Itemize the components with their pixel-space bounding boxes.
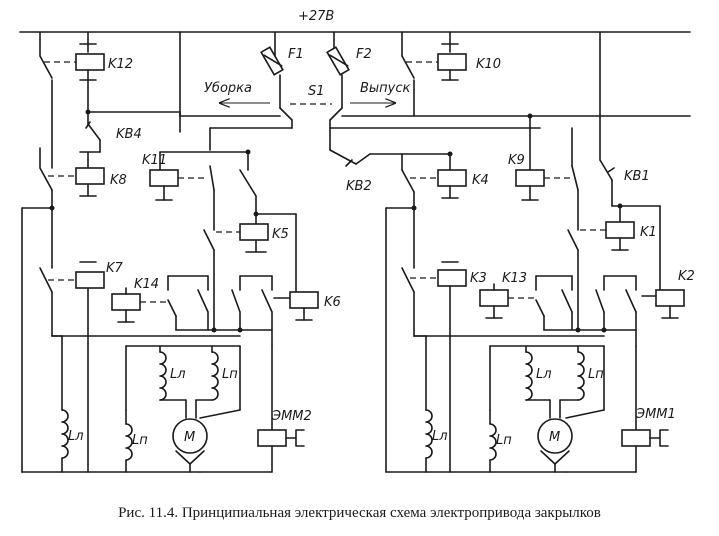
right-circuit: K10 KB2 K4 — [329, 31, 695, 473]
k10-label: K10 — [476, 57, 501, 72]
f1-label: F1 — [288, 47, 304, 62]
winding-ll-outer-right: Lл — [413, 335, 448, 473]
k2-label: K2 — [678, 269, 695, 284]
ll-outer-right-label: Lл — [432, 429, 448, 444]
lp-outer-right-label: Lп — [496, 433, 512, 448]
ll-outer-label: Lл — [68, 429, 84, 444]
relay-k10: K10 — [406, 43, 501, 81]
flap-drive-schematic: +27B F1 F2 S1 Уборка Выпуск — [19, 9, 695, 473]
left-circuit: K12 KB4 K8 — [21, 31, 341, 473]
relay-k1: K1 — [580, 205, 657, 251]
motor-right: M — [537, 418, 573, 473]
extend-label: Выпуск — [360, 81, 411, 96]
relay-k12: K12 — [44, 43, 133, 81]
switch-s1: S1 Уборка Выпуск — [179, 81, 691, 129]
relay-k8: K8 — [48, 151, 127, 197]
winding-lp-inner: Lп — [211, 351, 238, 401]
emm1-label: ЭММ1 — [635, 407, 676, 422]
relay-k2: K2 — [641, 269, 695, 319]
relay-k13: K13 — [479, 271, 536, 319]
relay-k3: K3 — [410, 261, 487, 473]
kv4-label: KB4 — [116, 127, 142, 142]
relay-k4: K4 — [410, 151, 489, 199]
winding-lp-outer-right: Lп — [489, 409, 512, 473]
relay-k9: K9 — [508, 113, 572, 201]
kv2-label: KB2 — [346, 179, 372, 194]
fuse-f1: F1 — [260, 31, 304, 109]
fuse-f2: F2 — [326, 31, 372, 109]
relay-k11: K11 — [142, 151, 249, 201]
k14-label: K14 — [134, 277, 159, 292]
k11-label: K11 — [142, 153, 167, 168]
k7-label: K7 — [106, 261, 124, 276]
figure-caption: Рис. 11.4. Принципиальная электрическая … — [118, 505, 601, 521]
k3-label: K3 — [470, 271, 487, 286]
k13-label: K13 — [502, 271, 527, 286]
retract-label: Уборка — [204, 81, 252, 96]
limit-switch-kv1: KB1 — [599, 159, 650, 209]
k4-label: K4 — [472, 173, 489, 188]
relay-k7: K7 — [48, 261, 124, 473]
winding-lp-outer: Lп — [125, 409, 148, 473]
relay-k14: K14 — [111, 277, 170, 323]
supply-label: +27B — [298, 9, 334, 24]
lp-outer-label: Lп — [132, 433, 148, 448]
winding-ll-inner: Lл — [159, 351, 186, 401]
k1-label: K1 — [640, 225, 657, 240]
k6-label: K6 — [324, 295, 341, 310]
brake-emm1: ЭММ1 — [565, 345, 676, 473]
relay-k5: K5 — [216, 213, 289, 253]
winding-ll-inner-right: Lл — [525, 351, 552, 401]
emm2-label: ЭММ2 — [271, 409, 312, 424]
limit-switch-kv4: KB4 — [85, 111, 142, 153]
kv1-label: KB1 — [624, 169, 650, 184]
supply-bus: +27B — [19, 9, 691, 33]
f2-label: F2 — [356, 47, 372, 62]
lp-inner-label: Lп — [222, 367, 238, 382]
brake-emm2: ЭММ2 — [199, 345, 312, 473]
k8-label: K8 — [110, 173, 127, 188]
s1-label: S1 — [308, 84, 325, 99]
motor-right-label: M — [549, 430, 560, 445]
relay-k6: K6 — [273, 291, 341, 321]
winding-lp-inner-right: Lп — [577, 351, 604, 401]
k9-label: K9 — [508, 153, 525, 168]
winding-ll-outer: Lл — [51, 335, 84, 473]
ll-inner-right-label: Lл — [536, 367, 552, 382]
limit-switch-kv2: KB2 — [329, 127, 451, 194]
k5-label: K5 — [272, 227, 289, 242]
k12-label: K12 — [108, 57, 133, 72]
motor-left: M — [172, 418, 208, 473]
lp-inner-right-label: Lп — [588, 367, 604, 382]
ll-inner-label: Lл — [170, 367, 186, 382]
motor-left-label: M — [184, 430, 195, 445]
